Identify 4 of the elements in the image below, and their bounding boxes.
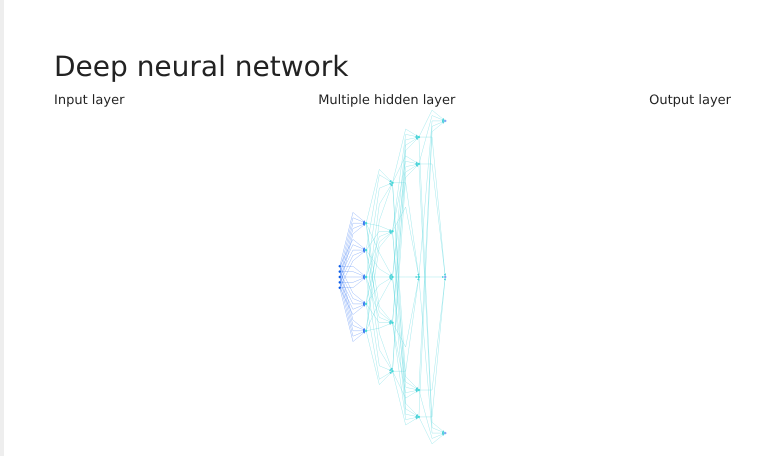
- layer-label: Input layer: [54, 93, 124, 108]
- diagram-title: Deep neural network: [54, 50, 348, 83]
- layer-label: Multiple hidden layer: [318, 93, 456, 108]
- layer-label: Output layer: [649, 93, 731, 108]
